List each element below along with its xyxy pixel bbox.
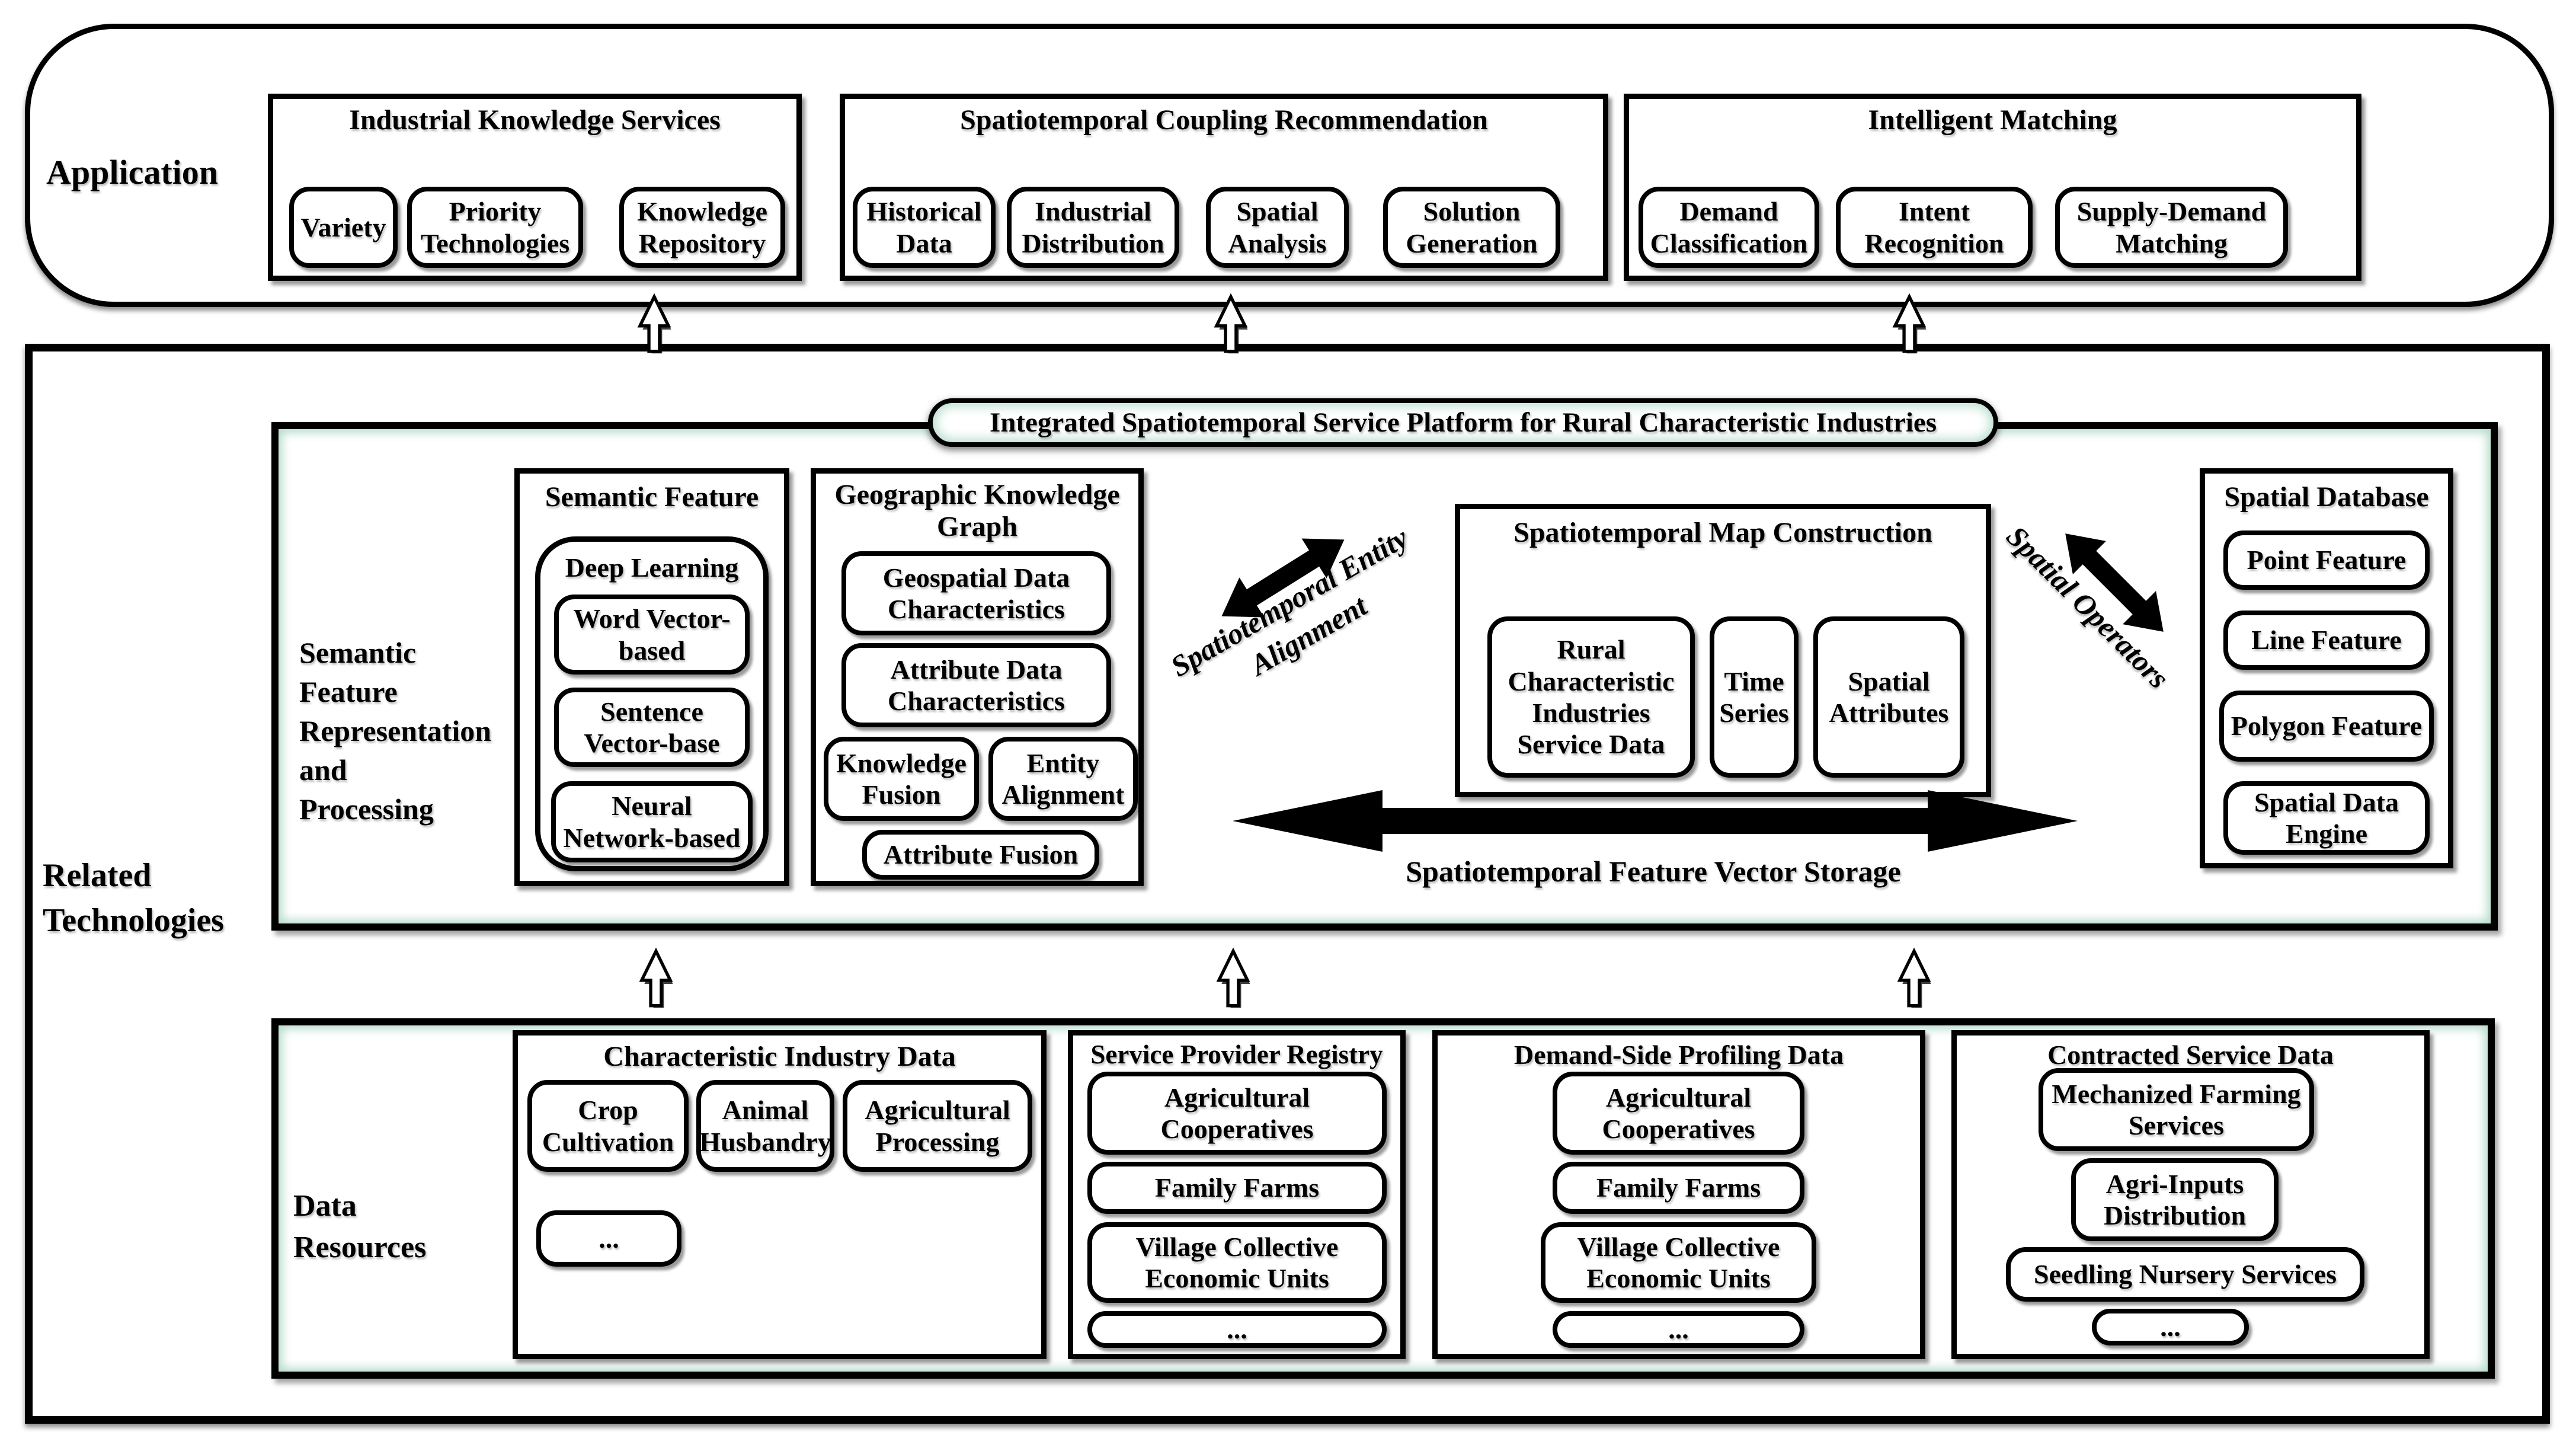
chip-geospatial-data-characteristics: Geospatial Data Characteristics [841,551,1111,635]
chip-line-feature: Line Feature [2223,611,2430,670]
chip-attribute-data-characteristics: Attribute Data Characteristics [841,643,1111,727]
chip-spatial-attributes: Spatial Attributes [1813,616,1964,778]
chip-demand-more: ... [1553,1311,1804,1348]
up-arrow-icon [1897,947,1931,1009]
entity-alignment-double-arrow-icon [1206,516,1360,640]
chip-animal-husbandry: Animal Husbandry [696,1080,834,1172]
chip-spatial-analysis: Spatial Analysis [1206,187,1349,268]
semantic-representation-label: Semantic Feature Representation and Proc… [299,636,492,826]
chip-neural-network-based: Neural Network-based [551,781,753,862]
chip-entity-alignment: Entity Alignment [988,737,1138,821]
chip-knowledge-repository: Knowledge Repository [619,187,785,268]
chip-agricultural-cooperatives: Agricultural Cooperatives [1087,1072,1387,1155]
deep-learning-title: Deep Learning [565,552,739,583]
chip-registry-more: ... [1087,1311,1387,1348]
chip-agri-inputs-distribution: Agri-Inputs Distribution [2071,1158,2279,1241]
contracted-service-data-title: Contracted Service Data [2047,1040,2334,1070]
chip-family-farms: Family Farms [1087,1162,1387,1214]
service-provider-registry-title: Service Provider Registry [1090,1040,1383,1069]
chip-mechanized-farming-services: Mechanized Farming Services [2039,1068,2314,1151]
platform-title-pill: Integrated Spatiotemporal Service Platfo… [928,398,1998,447]
chip-knowledge-fusion: Knowledge Fusion [824,737,979,821]
chip-family-farms: Family Farms [1553,1162,1804,1214]
chip-time-series: Time Series [1710,616,1799,778]
chip-seedling-nursery-services: Seedling Nursery Services [2006,1247,2364,1302]
chip-village-collective-economic-units: Village Collective Economic Units [1087,1222,1387,1303]
application-layer-label: Application [46,153,219,191]
up-arrow-icon [637,293,671,354]
up-arrow-icon [1214,293,1248,354]
chip-intent-recognition: Intent Recognition [1836,187,2033,268]
chip-demand-classification: Demand Classification [1639,187,1819,268]
chip-point-feature: Point Feature [2223,530,2430,590]
demand-side-profiling-title: Demand-Side Profiling Data [1513,1040,1844,1070]
chip-solution-generation: Solution Generation [1383,187,1560,268]
chip-industrial-distribution: Industrial Distribution [1007,187,1179,268]
geographic-knowledge-graph-title: Geographic Knowledge Graph [834,479,1120,542]
chip-priority-technologies: Priority Technologies [407,187,583,268]
data-resources-label: Data Resources [293,1189,427,1265]
industrial-knowledge-services-title: Industrial Knowledge Services [349,104,721,136]
chip-crop-cultivation: Crop Cultivation [527,1080,689,1172]
spatial-operators-double-arrow-icon [2045,513,2183,651]
chip-supply-demand-matching: Supply-Demand Matching [2055,187,2288,268]
chip-contracted-more: ... [2092,1309,2249,1345]
chip-village-collective-economic-units: Village Collective Economic Units [1541,1222,1816,1303]
vector-storage-label: Spatiotemporal Feature Vector Storage [1406,855,1901,888]
intelligent-matching-title: Intelligent Matching [1868,104,2117,136]
map-construction-title: Spatiotemporal Map Construction [1513,517,1932,548]
up-arrow-icon [1892,293,1927,354]
chip-variety: Variety [289,187,398,268]
spatial-database-title: Spatial Database [2224,481,2429,513]
chip-attribute-fusion: Attribute Fusion [862,830,1099,880]
vector-storage-double-arrow-icon [1230,785,2080,856]
up-arrow-icon [639,947,673,1009]
chip-industry-more: ... [536,1210,681,1267]
chip-sentence-vector-base: Sentence Vector-base [554,688,750,767]
semantic-feature-title: Semantic Feature [545,481,759,513]
up-arrow-icon [1216,947,1250,1009]
related-technologies-label: Related Technologies [43,857,224,939]
characteristic-industry-data-title: Characteristic Industry Data [603,1041,956,1072]
chip-rural-characteristic-industries-service-data: Rural Characteristic Industries Service … [1487,616,1695,778]
chip-historical-data: Historical Data [853,187,996,268]
chip-word-vector-based: Word Vector-based [554,595,750,675]
spatiotemporal-coupling-title: Spatiotemporal Coupling Recommendation [960,104,1488,136]
chip-agricultural-processing: Agricultural Processing [843,1080,1032,1172]
chip-spatial-data-engine: Spatial Data Engine [2223,781,2430,855]
chip-polygon-feature: Polygon Feature [2219,691,2434,762]
chip-agricultural-cooperatives: Agricultural Cooperatives [1553,1072,1804,1155]
